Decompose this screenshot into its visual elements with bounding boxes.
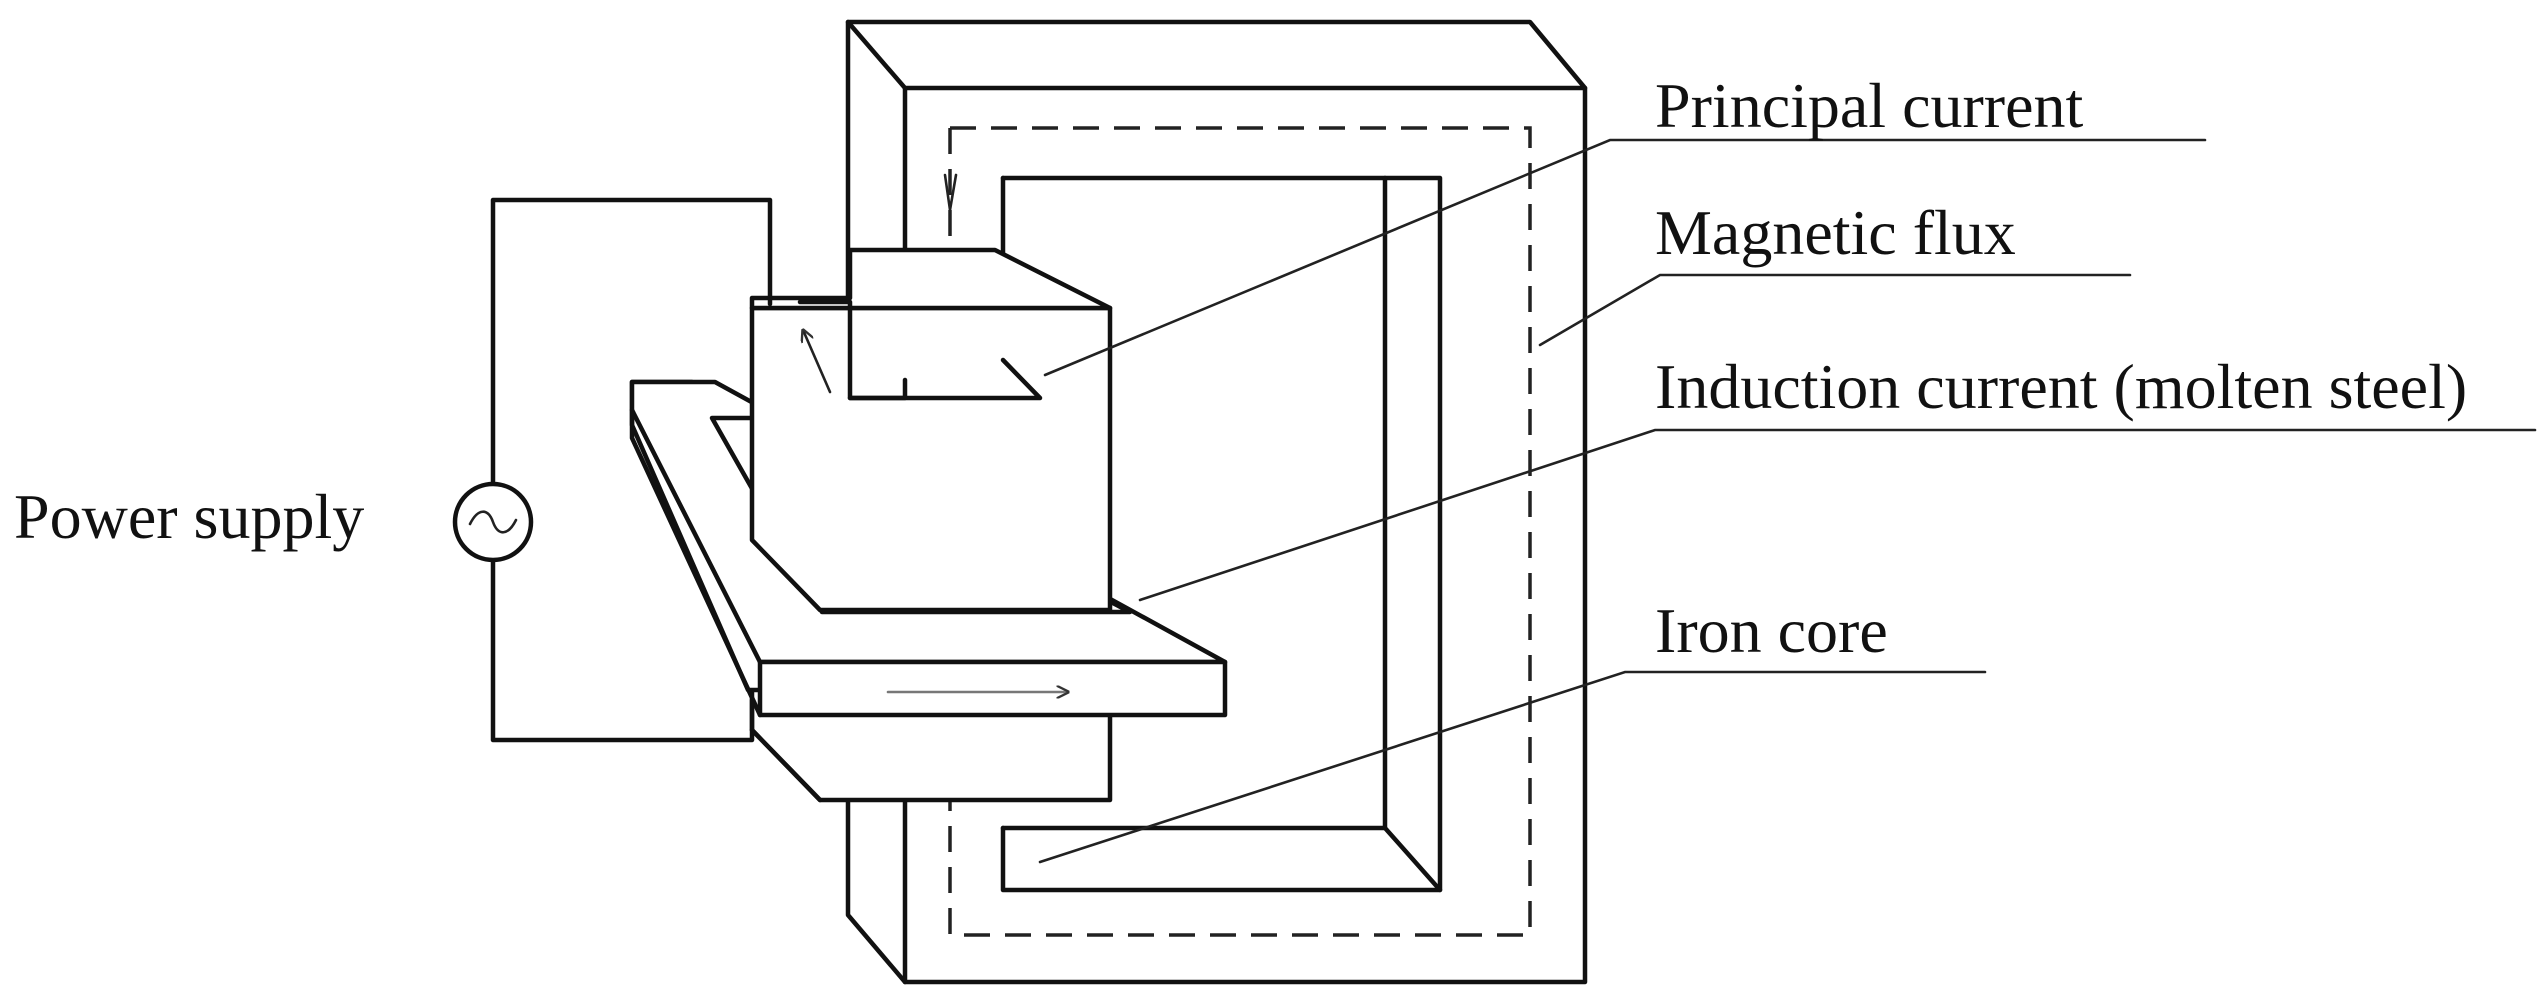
label-iron-core: Iron core — [1655, 595, 1888, 666]
leader-lines — [1038, 138, 2537, 864]
leader-induction-current — [1138, 428, 2537, 602]
power-wire-top — [490, 197, 773, 511]
power-circuit — [452, 197, 773, 743]
magnetic-flux-arrow — [943, 173, 958, 211]
label-induction-current: Induction current (molten steel) — [1655, 351, 2467, 422]
coil-upper-block — [749, 305, 1113, 613]
coil-top-face — [749, 247, 1113, 311]
ac-source-icon — [452, 481, 534, 563]
primary-coil-upper — [749, 247, 1113, 613]
ring-left-side — [629, 407, 763, 718]
coil-inner-step — [847, 377, 908, 401]
label-magnetic-flux: Magnetic flux — [1655, 197, 2016, 268]
leader-magnetic-flux — [1538, 273, 2132, 347]
ring-front-face — [757, 659, 1228, 718]
label-principal-current: Principal current — [1655, 70, 2084, 141]
leader-iron-core — [1038, 670, 1987, 864]
label-power-supply: Power supply — [14, 481, 364, 552]
magnetic-flux-path — [948, 126, 1532, 937]
ac-sine-wave — [468, 510, 518, 534]
power-wire-bottom — [490, 533, 755, 743]
principal-current-arrow — [803, 330, 832, 394]
leader-principal-current — [1043, 138, 2207, 377]
coil-lower-edge — [749, 727, 823, 803]
